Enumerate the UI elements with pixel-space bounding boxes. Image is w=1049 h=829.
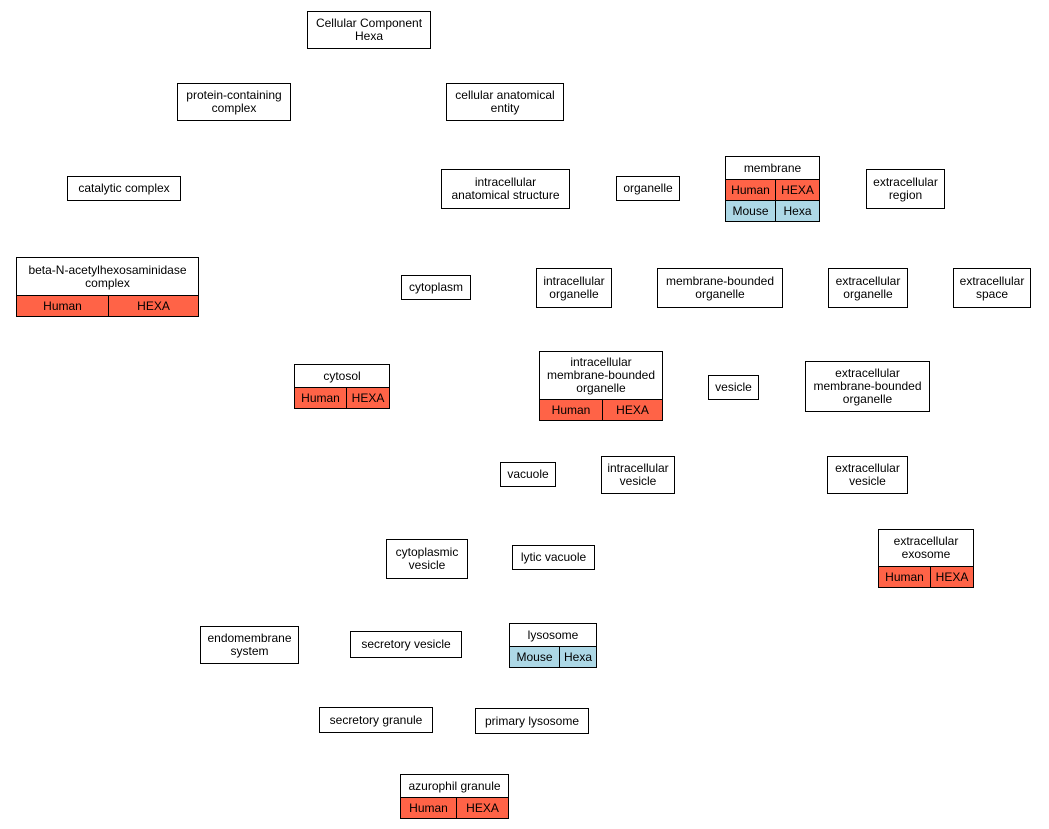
node-io[interactable]: intracellular organelle xyxy=(536,268,612,308)
node-ias[interactable]: intracellular anatomical structure xyxy=(441,169,570,209)
node-pcc[interactable]: protein-containing complex xyxy=(177,83,291,121)
gene-cell: Hexa xyxy=(559,647,596,667)
species-cell: Mouse xyxy=(726,201,775,221)
node-vac[interactable]: vacuole xyxy=(500,462,556,487)
node-eo[interactable]: extracellular organelle xyxy=(828,268,908,308)
node-sg[interactable]: secretory granule xyxy=(319,707,433,733)
node-label: intracellular vesicle xyxy=(607,461,669,488)
node-catc[interactable]: catalytic complex xyxy=(67,176,181,201)
node-label: protein-containing complex xyxy=(186,88,282,115)
node-label: intracellular organelle xyxy=(543,274,605,301)
node-cc[interactable]: Cellular Component Hexa xyxy=(307,11,431,49)
node-label: extracellular space xyxy=(959,274,1025,301)
node-embo[interactable]: extracellular membrane-bounded organelle xyxy=(805,361,930,412)
node-sv[interactable]: secretory vesicle xyxy=(350,631,462,658)
gene-cell: HEXA xyxy=(930,567,973,587)
gene-cell: HEXA xyxy=(775,180,819,200)
node-ev[interactable]: extracellular vesicle xyxy=(827,456,908,494)
node-label: intracellular membrane-bounded organelle xyxy=(546,355,656,395)
species-cell: Human xyxy=(401,798,456,818)
node-label: lytic vacuole xyxy=(520,550,587,564)
gene-cell: HEXA xyxy=(346,388,389,408)
node-label: secretory granule xyxy=(329,712,423,727)
node-es[interactable]: extracellular space xyxy=(953,268,1031,308)
node-label: beta-N-acetylhexosaminidase complex xyxy=(28,262,187,290)
node-label: intracellular anatomical structure xyxy=(451,175,560,202)
species-cell: Mouse xyxy=(510,647,559,667)
node-label: extracellular region xyxy=(873,175,938,202)
node-label: Cellular Component Hexa xyxy=(315,16,423,43)
species-cell: Human xyxy=(540,400,602,420)
species-cell: Human xyxy=(726,180,775,200)
gene-cell: Hexa xyxy=(775,201,819,221)
node-label: extracellular exosome xyxy=(893,534,959,561)
node-label: cytoplasm xyxy=(408,280,464,294)
node-ems[interactable]: endomembrane system xyxy=(200,626,299,664)
gene-cell: HEXA xyxy=(602,400,662,420)
node-label: membrane xyxy=(743,160,802,175)
node-label: cytoplasmic vesicle xyxy=(395,545,459,572)
node-label: organelle xyxy=(623,181,673,195)
node-label: endomembrane system xyxy=(207,631,292,658)
node-label: cytosol xyxy=(323,368,361,383)
node-label: catalytic complex xyxy=(78,181,170,195)
node-pl[interactable]: primary lysosome xyxy=(475,708,589,734)
node-cv[interactable]: cytoplasmic vesicle xyxy=(386,539,468,579)
node-ves[interactable]: vesicle xyxy=(708,375,759,400)
node-label: azurophil granule xyxy=(408,778,501,793)
node-cae[interactable]: cellular anatomical entity xyxy=(446,83,564,121)
node-label: cellular anatomical entity xyxy=(455,88,555,115)
node-label: membrane-bounded organelle xyxy=(665,274,775,301)
node-label: extracellular organelle xyxy=(835,274,901,301)
node-mbo[interactable]: membrane-bounded organelle xyxy=(657,268,783,308)
node-label: extracellular membrane-bounded organelle xyxy=(813,366,922,406)
node-label: lysosome xyxy=(527,627,579,642)
node-label: vesicle xyxy=(715,380,752,394)
node-label: secretory vesicle xyxy=(361,637,451,651)
node-label: extracellular vesicle xyxy=(835,461,900,488)
node-imbo[interactable]: intracellular membrane-bounded organelle… xyxy=(539,351,663,421)
node-label: primary lysosome xyxy=(484,713,580,728)
node-iv[interactable]: intracellular vesicle xyxy=(601,456,675,494)
node-lv[interactable]: lytic vacuole xyxy=(512,545,595,570)
gene-cell: HEXA xyxy=(108,296,198,316)
node-cyto[interactable]: cytoplasm xyxy=(401,275,471,300)
node-exr[interactable]: extracellular region xyxy=(866,169,945,209)
gene-cell: HEXA xyxy=(456,798,508,818)
species-cell: Human xyxy=(879,567,930,587)
species-cell: Human xyxy=(17,296,108,316)
node-org[interactable]: organelle xyxy=(616,176,680,201)
node-label: vacuole xyxy=(507,467,549,481)
species-cell: Human xyxy=(295,388,346,408)
